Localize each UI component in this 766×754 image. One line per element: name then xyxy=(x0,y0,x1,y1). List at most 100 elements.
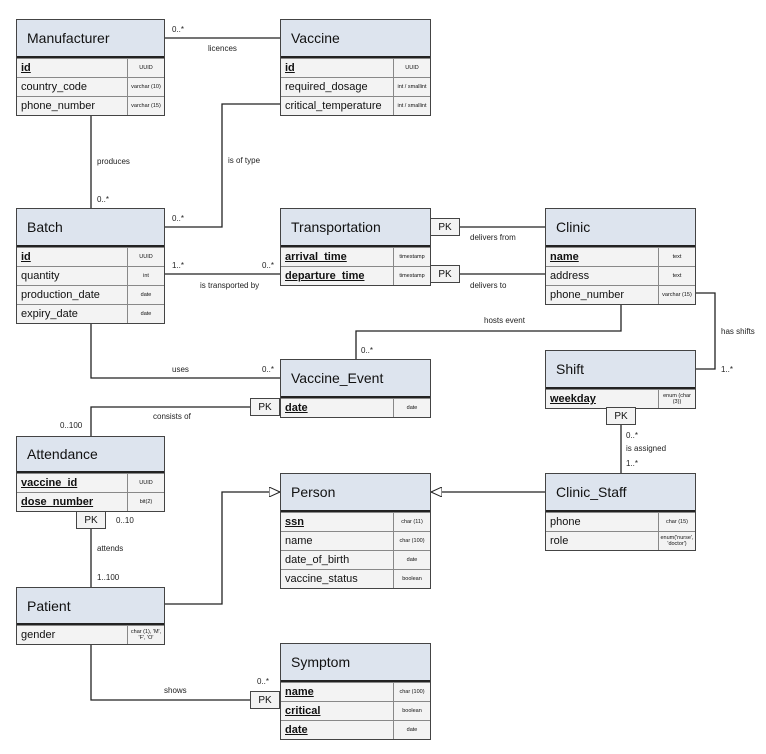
entity-title: Batch xyxy=(17,209,164,247)
entity-title: Clinic_Staff xyxy=(546,474,695,512)
attribute-type: char (100) xyxy=(394,683,430,701)
attribute-type: timestamp xyxy=(394,267,430,285)
rel-uses: uses xyxy=(172,365,189,374)
transport-pk-from: PK xyxy=(430,218,460,236)
transport-pk-to: PK xyxy=(430,265,460,283)
attribute-name: date xyxy=(281,721,394,739)
attribute-name: date_of_birth xyxy=(281,551,394,569)
vaccine-event-pk: PK xyxy=(250,398,280,416)
attribute-type: UUID xyxy=(128,474,164,492)
attribute-name: gender xyxy=(17,626,128,644)
attribute-type: enum (char (3)) xyxy=(659,390,695,408)
symptom-pk: PK xyxy=(250,691,280,709)
attribute-name: phone_number xyxy=(546,286,659,304)
rel-has-shifts: has shifts xyxy=(721,327,755,336)
rel-attends: attends xyxy=(97,544,124,553)
attribute-type: enum('nurse', 'doctor') xyxy=(659,532,695,550)
patient-person-isa-line xyxy=(165,492,280,605)
entity-title: Symptom xyxy=(281,644,430,682)
attribute-type: varchar (10) xyxy=(128,78,164,96)
attribute-name: production_date xyxy=(17,286,128,304)
entity-title: Attendance xyxy=(17,437,164,473)
attribute-type: char (15) xyxy=(659,513,695,531)
attribute-type: UUID xyxy=(128,59,164,77)
card-transport-batch: 0..* xyxy=(262,261,275,270)
card-attendance-event: 0..100 xyxy=(60,421,83,430)
attribute-type: char (1), 'M', 'F', 'O' xyxy=(128,626,164,644)
attribute-name: required_dosage xyxy=(281,78,394,96)
attribute-name: departure_time xyxy=(281,267,394,285)
rel-consists-of: consists of xyxy=(153,412,191,421)
card-shift-clinic: 1..* xyxy=(721,365,734,374)
entity-title: Manufacturer xyxy=(17,20,164,58)
attribute-type: boolean xyxy=(394,702,430,720)
attribute-type: boolean xyxy=(394,570,430,588)
symptom-patient-line xyxy=(90,643,250,701)
attribute-type: text xyxy=(659,267,695,285)
entity-title: Person xyxy=(281,474,430,512)
attribute-type: date xyxy=(394,399,430,417)
hosts-event-line xyxy=(355,303,622,359)
uses-line xyxy=(90,322,280,379)
attribute-type: bit(2) xyxy=(128,493,164,511)
entity-title: Clinic xyxy=(546,209,695,247)
card-shift-staff: 0..* xyxy=(626,431,639,440)
attribute-name: date xyxy=(281,399,394,417)
attribute-type: timestamp xyxy=(394,248,430,266)
attribute-name: vaccine_status xyxy=(281,570,394,588)
rel-is-of-type: is of type xyxy=(228,156,261,165)
card-symptom-patient: 0..* xyxy=(257,677,270,686)
rel-hosts-event: hosts event xyxy=(484,316,525,325)
rel-is-assigned: is assigned xyxy=(626,444,667,453)
entity-title: Vaccine xyxy=(281,20,430,58)
attribute-name: country_code xyxy=(17,78,128,96)
attribute-name: critical xyxy=(281,702,394,720)
attribute-name: name xyxy=(281,683,394,701)
entity-title: Transportation xyxy=(281,209,430,247)
card-patient-attendance: 1..100 xyxy=(97,573,120,582)
card-staff-shift: 1..* xyxy=(626,459,639,468)
attendance-pk: PK xyxy=(76,511,106,529)
attribute-name: weekday xyxy=(546,390,659,408)
attribute-name: name xyxy=(546,248,659,266)
attribute-name: arrival_time xyxy=(281,248,394,266)
has-shifts-line xyxy=(694,292,716,370)
is-of-type-line xyxy=(165,103,280,228)
attribute-type: date xyxy=(128,286,164,304)
card-batch-transport: 1..* xyxy=(172,261,185,270)
attribute-name: name xyxy=(281,532,394,550)
attribute-type: int / smallint xyxy=(394,78,430,96)
attribute-name: id xyxy=(17,59,128,77)
card-batch-manufacturer: 0..* xyxy=(97,195,110,204)
entity-title: Vaccine_Event xyxy=(281,360,430,398)
entity-title: Shift xyxy=(546,351,695,389)
consists-of-line xyxy=(90,406,250,436)
